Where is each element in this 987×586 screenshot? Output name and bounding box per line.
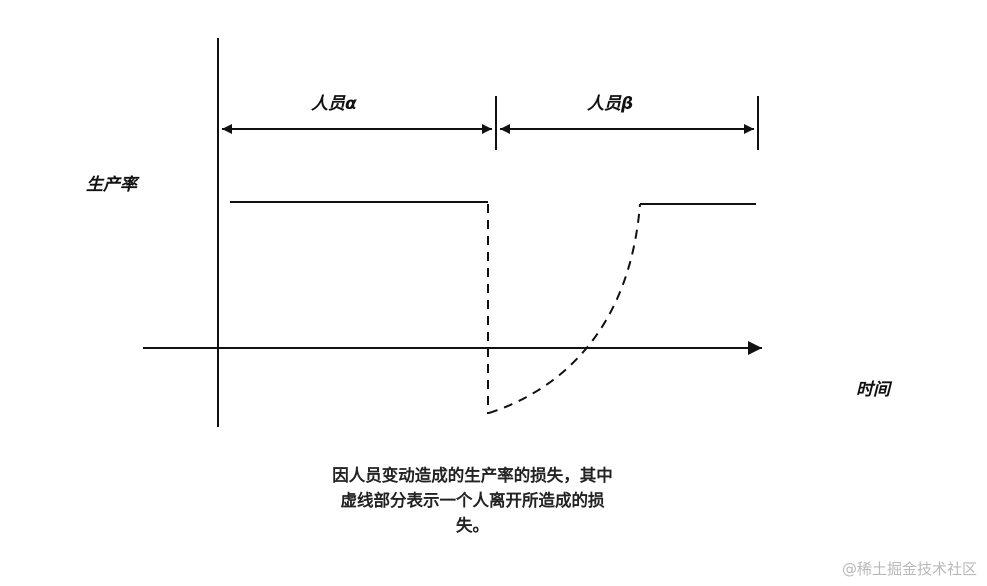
x-axis-label: 时间 [856,380,890,400]
y-axis-label: 生产率 [86,175,137,195]
caption-line-1: 因人员变动造成的生产率的损失，其中 [332,466,613,485]
diagram-caption: 因人员变动造成的生产率的损失，其中 虚线部分表示一个人离开所造成的损 失。 [300,463,645,538]
caption-line-3: 失。 [456,516,489,535]
caption-line-2: 虚线部分表示一个人离开所造成的损 [340,491,605,510]
person-a-label: 人员α [311,94,357,114]
productivity-recovery-dashed [488,203,641,414]
watermark: @稀土掘金技术社区 [841,560,977,578]
person-b-label: 人员β [587,94,634,114]
